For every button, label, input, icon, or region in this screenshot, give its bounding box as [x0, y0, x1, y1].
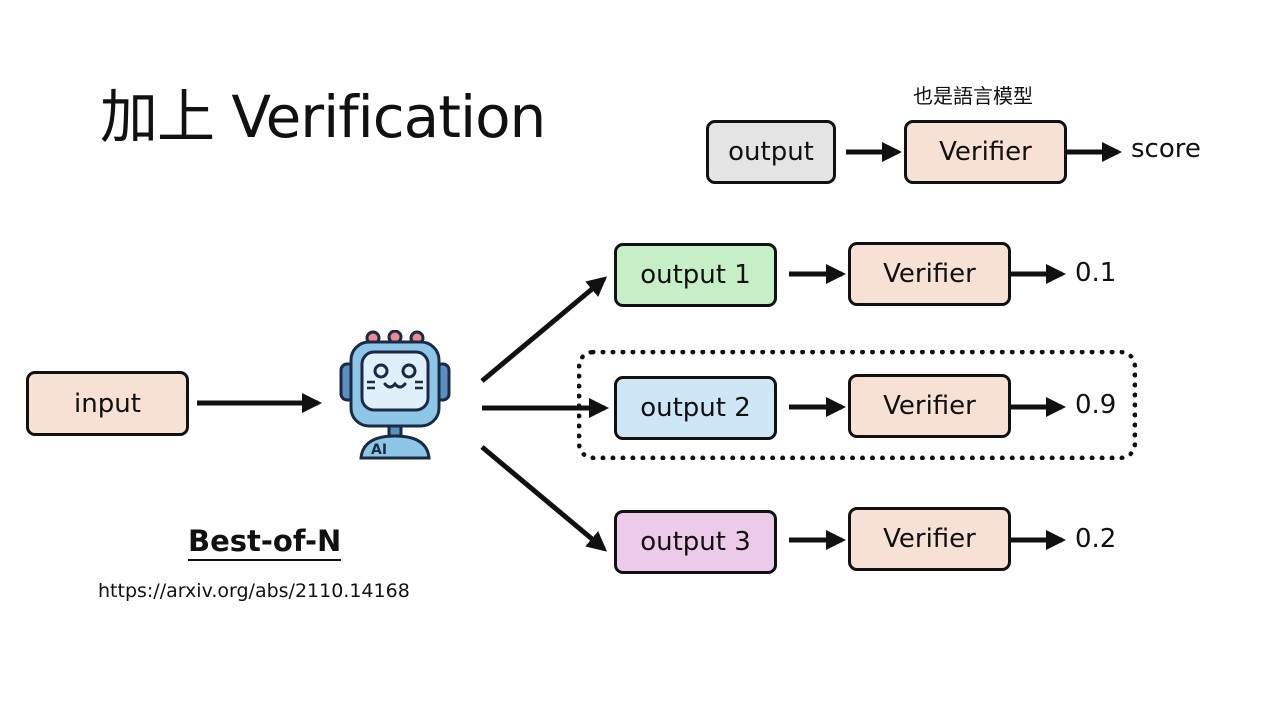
input-box: input [26, 371, 189, 436]
score-3: 0.2 [1075, 524, 1117, 554]
ai-robot-icon: AI [339, 330, 451, 460]
arrow-model-to-output-3 [480, 445, 608, 552]
input-label: input [74, 388, 141, 419]
score-1: 0.1 [1075, 258, 1117, 288]
output-2-box: output 2 [614, 376, 777, 440]
output-3-box: output 3 [614, 510, 777, 574]
output-3-label: output 3 [640, 527, 751, 557]
slide-title: 加上 Verification [100, 83, 546, 151]
output-1-box: output 1 [614, 243, 777, 307]
verifier-3-box: Verifier [848, 507, 1011, 571]
legend-score-label: score [1131, 134, 1201, 164]
arrow-model-to-output-1 [480, 276, 608, 383]
legend-output-label: output [728, 137, 814, 167]
reference-link[interactable]: https://arxiv.org/abs/2110.14168 [98, 580, 410, 602]
verifier-2-label: Verifier [883, 391, 976, 421]
legend-verifier-box: Verifier [904, 120, 1067, 184]
output-2-label: output 2 [640, 393, 751, 423]
legend-output-box: output [706, 120, 836, 184]
verifier-2-box: Verifier [848, 374, 1011, 438]
verifier-3-label: Verifier [883, 524, 976, 554]
best-selection-highlight [577, 350, 1137, 460]
legend-verifier-label: Verifier [939, 137, 1032, 167]
verifier-note: 也是語言模型 [913, 84, 1033, 108]
method-name: Best-of-N [188, 524, 342, 561]
output-1-label: output 1 [640, 260, 751, 290]
score-2: 0.9 [1075, 390, 1117, 420]
ai-badge: AI [371, 442, 387, 458]
verifier-1-box: Verifier [848, 242, 1011, 306]
verifier-1-label: Verifier [883, 259, 976, 289]
